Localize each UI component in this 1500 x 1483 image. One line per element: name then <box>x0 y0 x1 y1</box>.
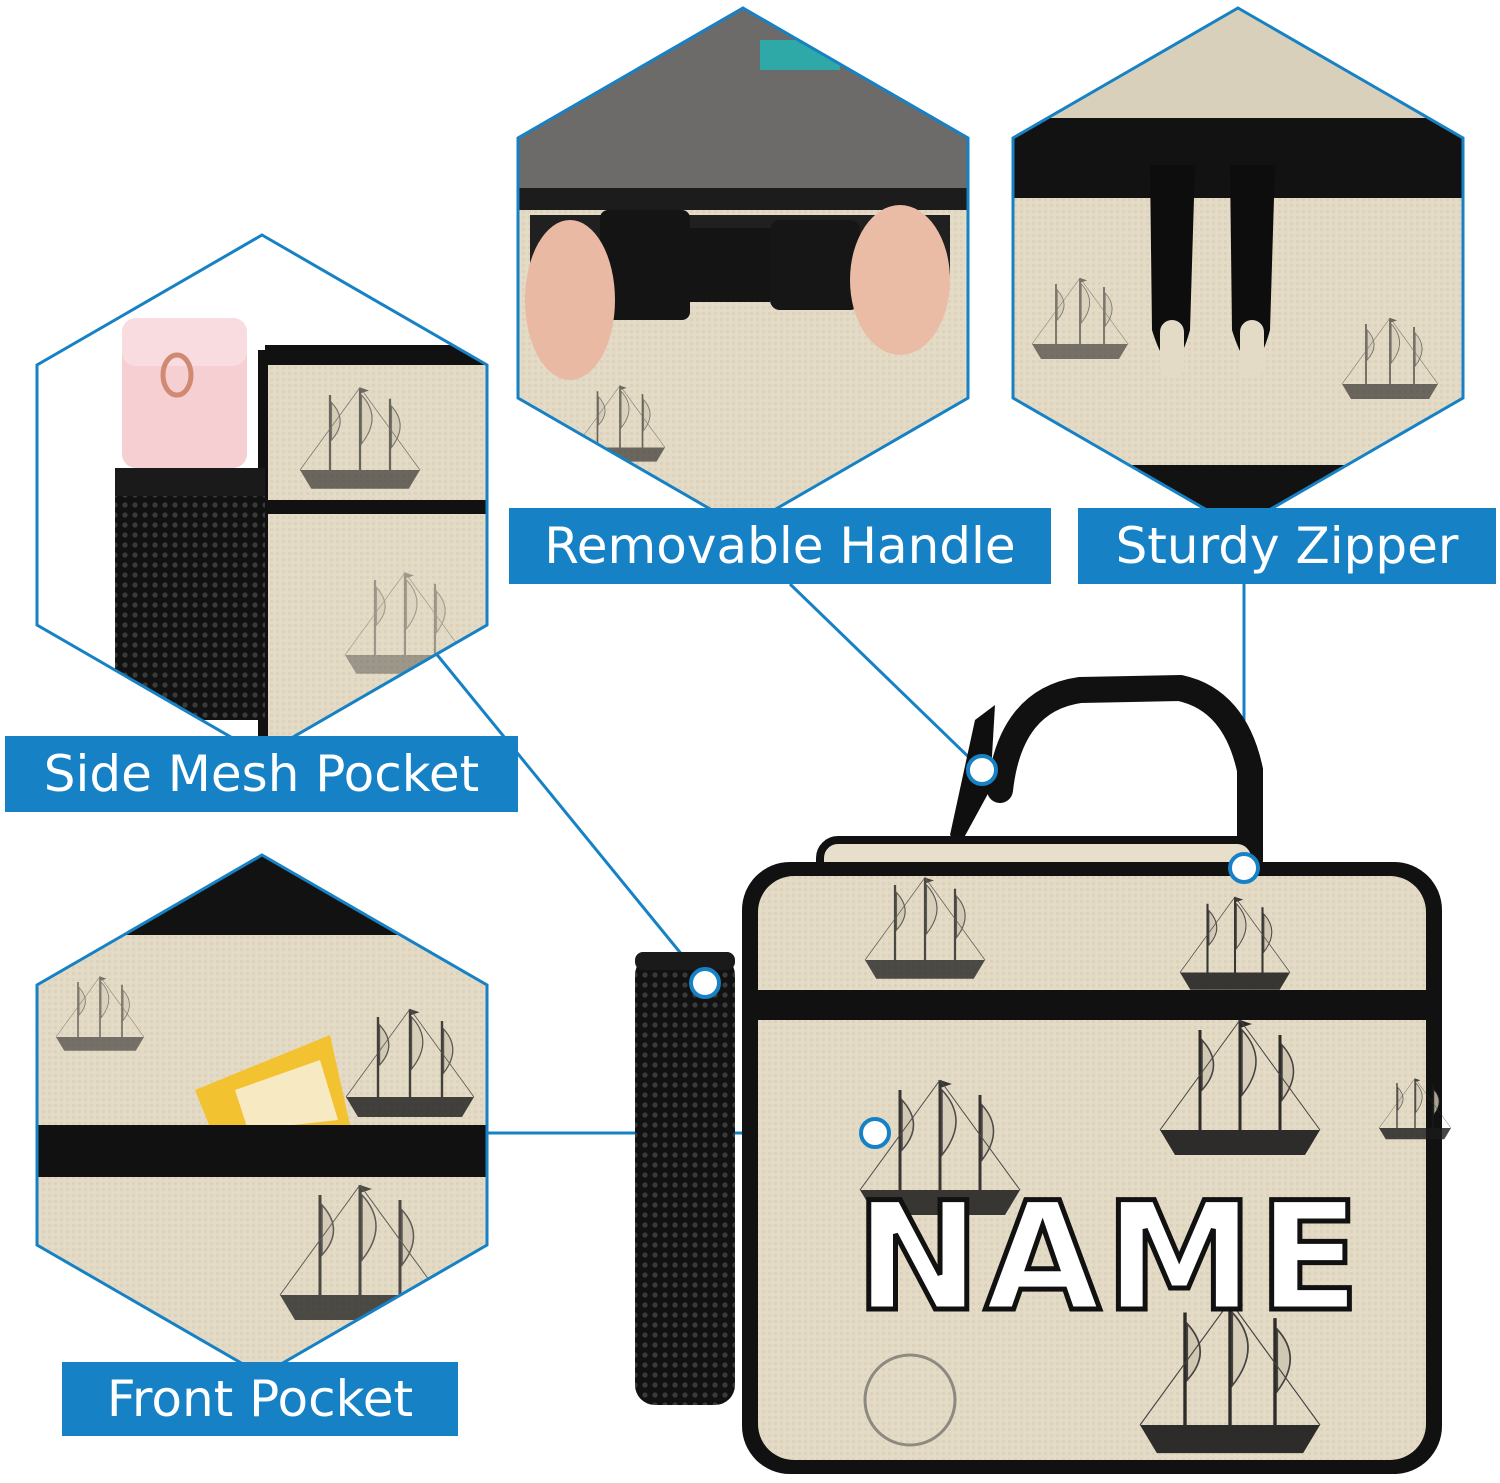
zipper-pull-icon <box>1230 165 1275 378</box>
handle-detail-hexagon <box>516 6 970 530</box>
front-pocket-detail-hexagon <box>35 853 489 1377</box>
mesh-pocket-detail-hexagon <box>35 233 489 757</box>
water-bottle-icon <box>122 318 247 468</box>
removable-handle-label: Removable Handle <box>509 508 1051 584</box>
snack-packet-icon <box>195 1035 350 1140</box>
zipper-pull-icon <box>1150 165 1195 378</box>
sturdy-zipper-label: Sturdy Zipper <box>1078 508 1496 584</box>
side-mesh-pocket-label: Side Mesh Pocket <box>5 736 518 812</box>
bag-name-print: NAME <box>853 1171 1365 1345</box>
lunch-bag <box>635 674 1453 1474</box>
front-pocket-label: Front Pocket <box>62 1362 458 1436</box>
buckle-icon <box>600 210 860 320</box>
zipper-detail-hexagon <box>1011 6 1465 530</box>
callout-dots <box>689 754 1260 1149</box>
